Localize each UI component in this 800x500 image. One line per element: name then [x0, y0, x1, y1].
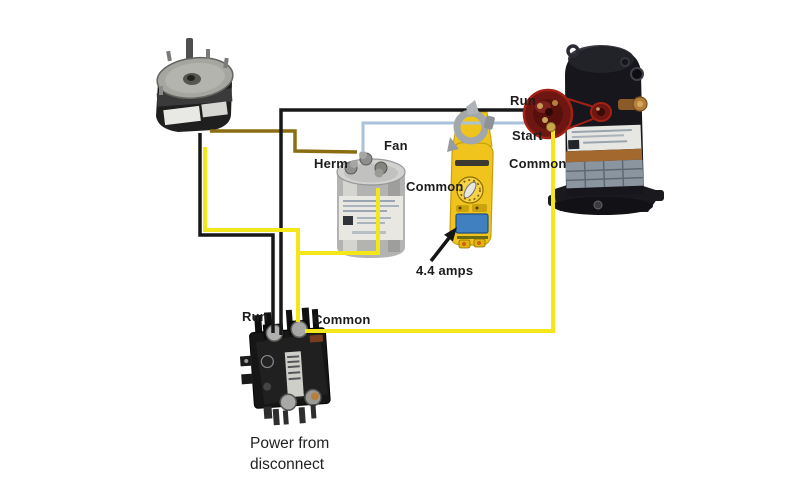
compressor-terminal-callout — [522, 88, 612, 140]
contactor-bottom-pins — [263, 404, 317, 426]
label-power-source-line2: disconnect — [250, 456, 325, 473]
label-contactor-common: Common — [313, 312, 371, 327]
common-wire-contactor-to-compressor — [305, 128, 555, 333]
herm-wire-brown — [210, 129, 358, 154]
capacitor-fan-terminal — [359, 151, 373, 166]
capacitor-herm-terminal — [344, 160, 358, 175]
contactor-side-lug — [241, 373, 254, 385]
meter-clamp-jaw — [447, 100, 495, 152]
label-capacitor-fan: Fan — [384, 138, 408, 153]
compressor-copper-band — [565, 148, 643, 163]
label-meter-reading: 4.4 amps — [416, 263, 474, 278]
label-capacitor-common: Common — [406, 179, 464, 194]
label-power-source: Power from disconnect — [250, 433, 329, 475]
meter-brand-band — [455, 160, 489, 166]
run-wire-contactor-to-compressor — [279, 108, 545, 335]
compressor-top-fitting — [630, 67, 644, 81]
label-compressor-common: Common — [509, 156, 567, 171]
meter-display — [455, 213, 489, 234]
contactor-illustration — [239, 307, 331, 426]
label-capacitor-herm: Herm — [314, 156, 349, 171]
capacitor-common-terminal — [374, 161, 388, 178]
common-wire-capacitor — [300, 188, 380, 255]
label-compressor-run: Run — [510, 93, 536, 108]
meter-dial-knob — [463, 181, 477, 199]
compressor-common-pin — [546, 122, 556, 132]
common-wire-motor — [203, 147, 300, 322]
label-compressor-start: Start — [512, 128, 543, 143]
run-capacitor-illustration — [336, 151, 406, 258]
label-power-source-line1: Power from — [250, 435, 330, 452]
label-contactor-run: Run — [242, 309, 268, 324]
fan-motor-illustration — [156, 38, 234, 132]
meter-reading-arrow — [429, 227, 457, 263]
run-wire-motor-to-contactor — [198, 133, 275, 333]
compressor-lifting-ring — [566, 44, 580, 58]
